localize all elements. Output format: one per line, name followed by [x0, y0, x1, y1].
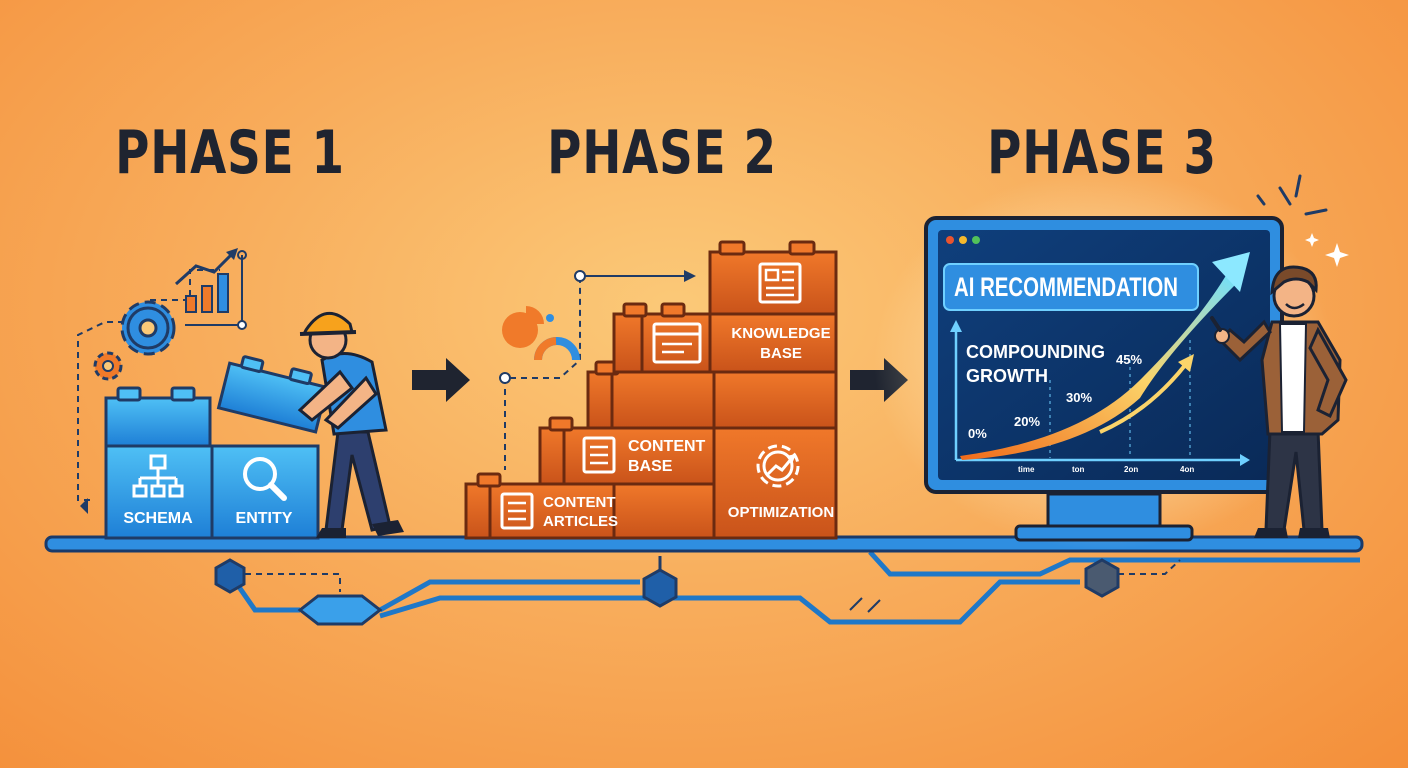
small-gear-icon: [93, 351, 123, 381]
gear-icon: [120, 300, 176, 356]
document-icon: [582, 436, 616, 474]
magnifier-icon: [243, 457, 287, 501]
circuit-lines: [227, 550, 1360, 626]
worker-figure: [216, 312, 404, 538]
phase-1-group: SCHEMA ENTITY: [77, 248, 404, 540]
phase-2-title: PHASE 2: [547, 118, 777, 188]
growth-arrow-icon: [960, 272, 1236, 460]
percent-label: 45%: [1116, 352, 1142, 367]
knowledge-base-line2: BASE: [760, 345, 802, 362]
newspaper-icon: [758, 262, 802, 304]
knowledge-base-line1: KNOWLEDGE: [731, 325, 830, 342]
content-articles-line1: CONTENT: [543, 494, 616, 511]
chart-label-line2: GROWTH: [966, 366, 1048, 386]
entity-label: ENTITY: [236, 510, 293, 527]
bar-chart-icon: [174, 248, 238, 313]
axis-tick: 2on: [1124, 465, 1138, 474]
axis-tick: time: [1018, 465, 1035, 474]
schema-block: [104, 444, 214, 540]
gear-growth-icon: [756, 444, 800, 488]
screen-title: AI RECOMMENDATION: [954, 272, 1178, 302]
screen-title-box: [943, 263, 1199, 311]
schema-label: SCHEMA: [123, 510, 193, 527]
percent-label: 30%: [1066, 390, 1092, 405]
document-icon: [500, 492, 534, 530]
presenter-figure: [1210, 265, 1348, 538]
pie-chart-icon: [502, 306, 554, 348]
arrow-icon: [412, 358, 470, 402]
content-articles-line2: ARTICLES: [543, 513, 618, 530]
gauge-icon: [533, 337, 580, 361]
browser-window-icon: [652, 322, 702, 364]
axis-tick: 4on: [1180, 465, 1194, 474]
chart-label-line1: COMPOUNDING: [966, 342, 1105, 362]
content-base-line1: CONTENT: [628, 438, 706, 455]
phase-1-title: PHASE 1: [115, 118, 345, 188]
circuit-nodes: [214, 558, 1120, 608]
phase-3-group: AI RECOMMENDATION COMPOUNDING GROWTH 0% …: [874, 170, 1349, 550]
percent-label: 0%: [968, 426, 987, 441]
phase-2-group: CONTENT ARTICLES CONTENT BASE KNOWLEDGE …: [464, 240, 838, 540]
content-base-line2: BASE: [628, 458, 673, 475]
optimization-label: OPTIMIZATION: [728, 504, 834, 521]
hierarchy-icon: [132, 454, 184, 498]
axis-tick: ton: [1072, 465, 1085, 474]
percent-label: 20%: [1014, 414, 1040, 429]
